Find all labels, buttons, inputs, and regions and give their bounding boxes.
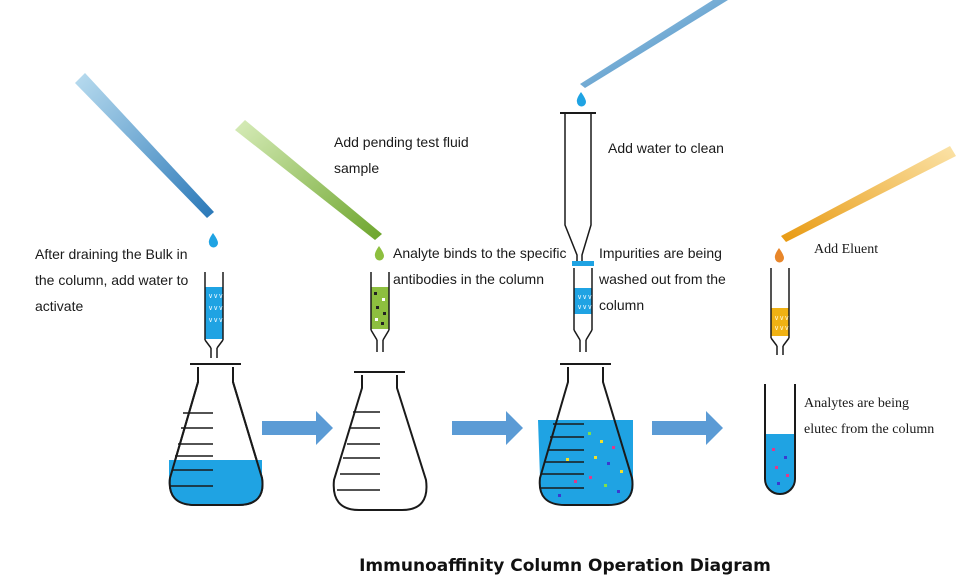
flask-2: [332, 371, 428, 511]
step2-line-2: sample: [334, 160, 380, 176]
step3-reservoir: [560, 112, 596, 266]
step3-line-1: Add water to clean: [608, 140, 724, 156]
step1-pipette: [75, 73, 214, 218]
step3-water-drop: [576, 92, 586, 107]
step4-column: ∨∨∨ ∨∨∨: [770, 268, 790, 355]
svg-text:∨∨∨: ∨∨∨: [774, 325, 789, 332]
step1-column: ∨∨∨ ∨∨∨ ∨∨∨: [204, 272, 224, 358]
svg-text:∨∨∨: ∨∨∨: [208, 317, 223, 324]
step4-label: Add Eluent: [814, 237, 878, 263]
step3-label: Add water to clean: [608, 135, 724, 161]
step3b-label: Impurities are being washed out from the…: [599, 240, 726, 318]
step4-eluent-drop: [774, 248, 784, 263]
step3b-line-1: Impurities are being: [599, 245, 722, 261]
step1-line-1: After draining the Bulk in: [35, 246, 188, 262]
svg-text:∨∨∨: ∨∨∨: [208, 293, 223, 300]
step2b-label: Analyte binds to the specific antibodies…: [393, 240, 567, 292]
step4b-label: Analytes are being elutec from the colum…: [804, 391, 934, 443]
step4b-line-2: elutec from the column: [804, 422, 935, 437]
step4-pipette: [781, 146, 956, 242]
process-arrow-1: [262, 411, 333, 445]
step2-line-1: Add pending test fluid: [334, 134, 469, 150]
step1-line-2: the column, add water to: [35, 272, 189, 288]
step2-column: [370, 272, 390, 352]
svg-text:∨∨∨: ∨∨∨: [577, 294, 592, 301]
collection-tube: [764, 384, 796, 495]
process-arrow-2: [452, 411, 523, 445]
svg-text:∨∨∨: ∨∨∨: [577, 304, 592, 311]
svg-text:∨∨∨: ∨∨∨: [774, 315, 789, 322]
flask-1: [168, 363, 264, 506]
process-arrow-3: [652, 411, 723, 445]
step1-label: After draining the Bulk in the column, a…: [35, 241, 188, 319]
step2b-line-1: Analyte binds to the specific: [393, 245, 567, 261]
step1-line-3: activate: [35, 298, 84, 314]
step1-water-drop: [208, 233, 218, 248]
step2-label: Add pending test fluid sample: [334, 129, 469, 181]
step3-column: ∨∨∨ ∨∨∨: [573, 268, 593, 352]
diagram-title: Immunoaffinity Column Operation Diagram: [359, 556, 771, 576]
step2-pipette: [235, 120, 382, 240]
step4-line-1: Add Eluent: [814, 242, 879, 257]
step2b-line-2: antibodies in the column: [393, 271, 544, 287]
step2-sample-drop: [374, 246, 384, 261]
step3b-line-3: column: [599, 297, 645, 313]
step4b-line-1: Analytes are being: [804, 396, 909, 411]
step3b-line-2: washed out from the: [599, 271, 726, 287]
svg-text:∨∨∨: ∨∨∨: [208, 305, 223, 312]
flask-3: [538, 363, 634, 506]
step3-pipette: [580, 0, 728, 88]
